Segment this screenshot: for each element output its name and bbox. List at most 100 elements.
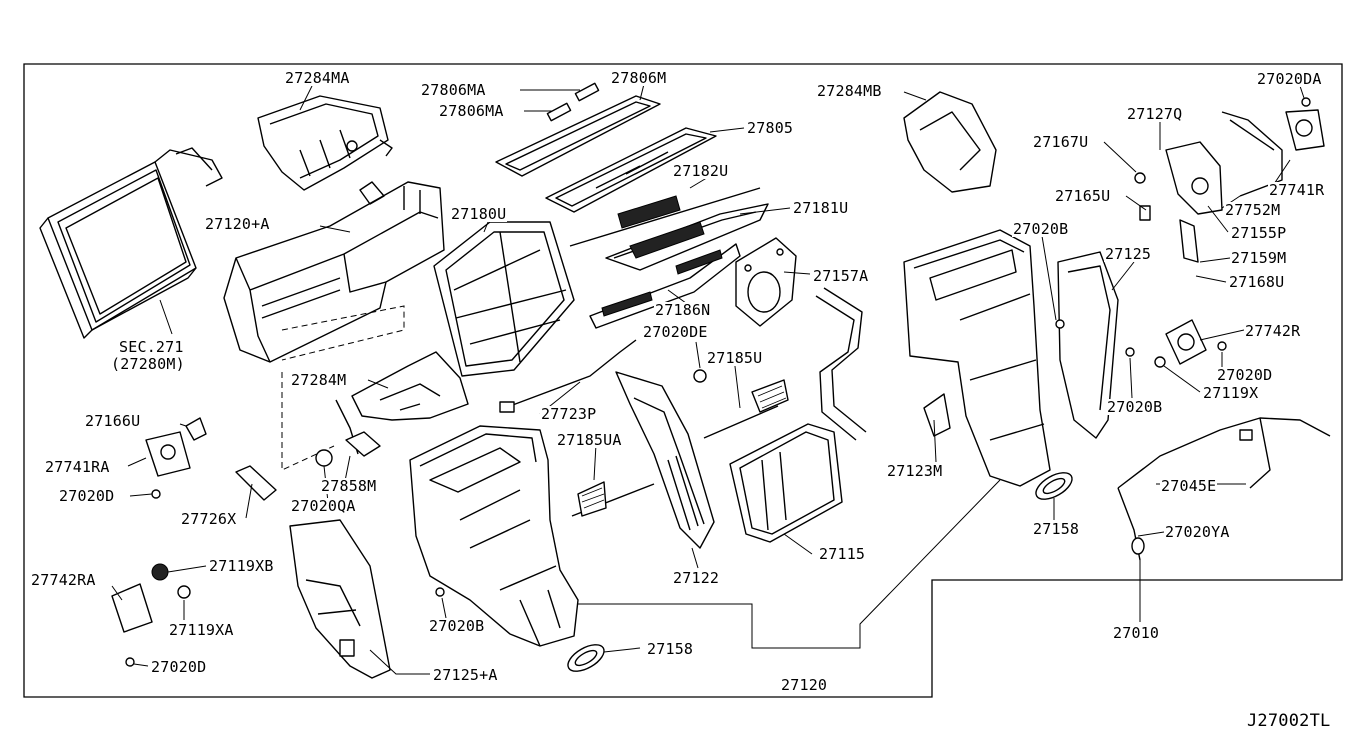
part-label: 27020YA (1164, 523, 1231, 541)
motor-27119XA (177, 585, 191, 599)
filter-27806M (495, 82, 661, 177)
part-label: 27045E (1160, 477, 1218, 495)
main-case-27120 (409, 425, 579, 647)
actuator-27741RA (145, 431, 191, 477)
clip-27020B (1125, 347, 1135, 357)
actuator-27742RA (111, 583, 153, 633)
part-label: 27806M (610, 69, 668, 87)
link-27159M (1179, 219, 1199, 263)
part-label: 27741RA (44, 458, 111, 476)
gasket-27158-bottom (567, 644, 605, 672)
part-label: 27115 (818, 545, 867, 563)
part-label: 27805 (746, 119, 795, 137)
gasket-27157A (735, 237, 797, 327)
part-label: 27752M (1224, 201, 1282, 219)
side-panel-27125A (289, 519, 391, 679)
wiring-harness (1117, 417, 1331, 561)
part-label: 27180U (450, 205, 508, 223)
door-27122 (615, 371, 715, 549)
part-label: 27165U (1054, 187, 1112, 205)
rod-27185U (703, 379, 789, 439)
part-label: 27806MA (438, 102, 505, 120)
bracket-27284MB (903, 91, 997, 193)
part-label: 27020DA (1256, 70, 1323, 88)
gasket-27158-right (1035, 472, 1073, 500)
heater-core-27115 (729, 423, 843, 543)
heater-housing-right (903, 229, 1051, 487)
bracket-27284M (335, 351, 469, 455)
part-label: 27742R (1244, 322, 1302, 340)
clip-27165U (1139, 205, 1151, 221)
diagram-code: J27002TL (1246, 711, 1332, 731)
screw-27020D (1217, 341, 1227, 351)
relation-outline (281, 305, 405, 361)
part-label: 27125 (1104, 245, 1153, 263)
duct-27858M (315, 431, 381, 467)
part-label: 27284MA (284, 69, 351, 87)
part-label: 27155P (1230, 224, 1288, 242)
screw-27020DA (1301, 97, 1311, 107)
part-label: 27726X (180, 510, 238, 528)
actuator-27742R (1154, 319, 1207, 368)
part-label: 27158 (646, 640, 695, 658)
part-label: 27186N (654, 301, 712, 319)
clip-27020B (1055, 319, 1065, 329)
part-label: 27284MB (816, 82, 883, 100)
part-label: 27159M (1230, 249, 1288, 267)
clip-27166U (185, 417, 207, 441)
heater-pipes (815, 287, 867, 441)
part-label: 27123M (886, 462, 944, 480)
part-label: SEC.271 (118, 338, 185, 356)
clip-27020B (435, 587, 445, 597)
part-label: 27119X (1202, 384, 1260, 402)
clip-27167U (1134, 172, 1146, 184)
part-label: 27119XB (208, 557, 275, 575)
relation-outline (281, 372, 335, 471)
part-label: 27119XA (168, 621, 235, 639)
part-label: 27120+A (204, 215, 271, 233)
part-label: 27020D (58, 487, 116, 505)
actuator-27741R (1285, 109, 1325, 151)
part-label: 27806MA (420, 81, 487, 99)
part-label: 27742RA (30, 571, 97, 589)
duct-27726X (235, 465, 277, 501)
part-label: (27280M) (110, 355, 186, 373)
part-label: 27010 (1112, 624, 1161, 642)
part-label: 27127Q (1126, 105, 1184, 123)
cable-27723P (499, 339, 707, 413)
part-label: 27157A (812, 267, 870, 285)
part-label: 27741R (1268, 181, 1326, 199)
part-label: 27020DE (642, 323, 709, 341)
part-label: 27122 (672, 569, 721, 587)
door-27181U (569, 187, 769, 271)
part-label: 27185U (706, 349, 764, 367)
part-label: 27020QA (290, 497, 357, 515)
door-27182U (617, 195, 681, 229)
lever-27155P (1165, 141, 1223, 215)
rod-27185UA (571, 481, 655, 517)
part-label: 27168U (1228, 273, 1286, 291)
part-label: 27858M (320, 477, 378, 495)
part-label: 27284M (290, 371, 348, 389)
screw-27020D (151, 489, 161, 499)
motor-27119XB (151, 563, 169, 581)
part-label: 27020B (1106, 398, 1164, 416)
part-label: 27125+A (432, 666, 499, 684)
part-label: 27020B (1012, 220, 1070, 238)
filter-27805 (545, 127, 717, 213)
bracket-27123M (923, 393, 951, 437)
part-label: 27020B (428, 617, 486, 635)
part-label: 27020D (1216, 366, 1274, 384)
part-label: 27166U (84, 412, 142, 430)
part-label: 27181U (792, 199, 850, 217)
part-label: 27158 (1032, 520, 1081, 538)
part-label: 27182U (672, 162, 730, 180)
part-label: 27120 (780, 676, 829, 694)
diagram-frame (23, 63, 1343, 698)
part-label: 27723P (540, 405, 598, 423)
side-panel-27125 (1057, 251, 1119, 439)
part-label: 27020D (150, 658, 208, 676)
screw-27020D (125, 657, 135, 667)
door-27186N (589, 243, 741, 329)
